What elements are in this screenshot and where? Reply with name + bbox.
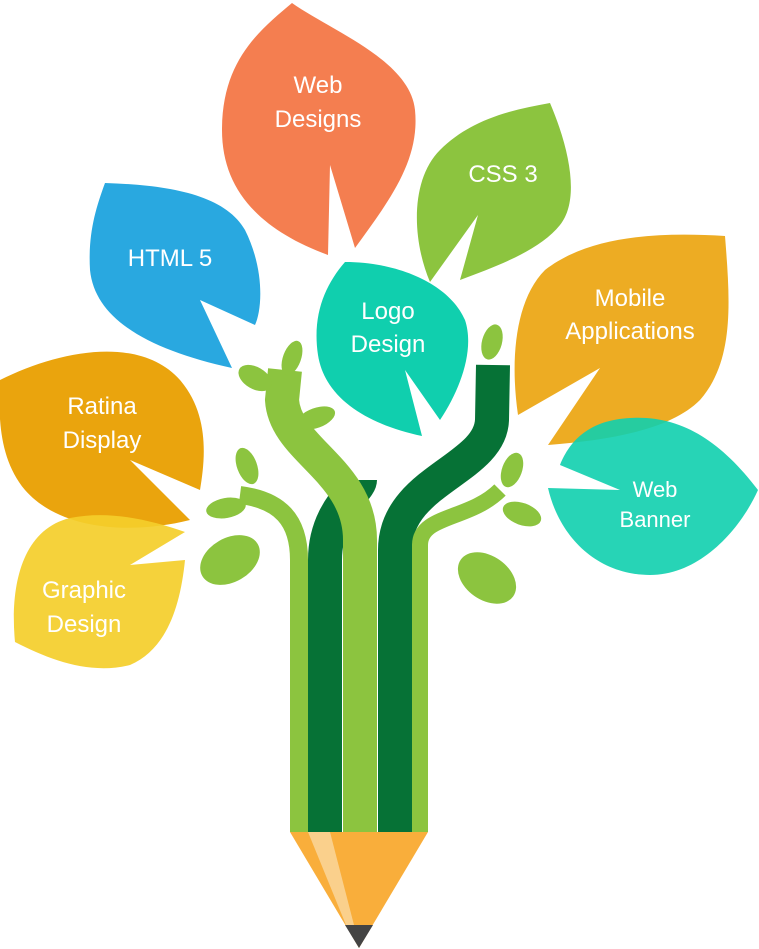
leaf-web-banner: Web Banner [548, 417, 758, 575]
stem-light-left [238, 486, 308, 832]
leaf-label: Applications [565, 318, 694, 345]
pencil-stem [238, 364, 510, 832]
stem-light-center [264, 368, 377, 832]
small-leaf [500, 452, 524, 488]
leaf-label: Design [47, 611, 122, 638]
leaf-label: Designs [275, 106, 362, 133]
small-leaf [502, 501, 542, 527]
leaf-graphic-design: Graphic Design [13, 515, 185, 669]
leaf-html5: HTML 5 [89, 183, 261, 368]
leaf-mobile-applications: Mobile Applications [514, 234, 729, 445]
small-leaves [200, 324, 542, 604]
leaf-label: Web [294, 72, 343, 99]
small-leaf [235, 447, 259, 485]
pencil-tip-highlight [308, 832, 354, 925]
leaf-label: CSS 3 [468, 161, 537, 188]
leaf-logo-design: Logo Design [316, 262, 469, 436]
small-leaf [296, 406, 336, 430]
leaf-label: HTML 5 [128, 245, 212, 272]
leaf-label: Graphic [42, 577, 126, 604]
leaf-label: Ratina [67, 393, 137, 420]
small-leaf [481, 324, 503, 360]
small-leaf [200, 535, 260, 585]
leaf-label: Logo [361, 298, 414, 325]
pencil-tip [290, 832, 428, 948]
small-leaf [206, 497, 246, 519]
stem-light-right [412, 484, 506, 832]
small-leaf [281, 340, 303, 376]
leaf-label: Display [63, 427, 142, 454]
leaf-label: Web [633, 477, 678, 502]
leaf-label: Mobile [595, 285, 666, 312]
leaf-web-designs: Web Designs [222, 3, 416, 255]
leaf-label: Banner [620, 507, 691, 532]
stem-dark-right [378, 364, 510, 832]
pencil-lead [345, 925, 373, 948]
leaf-css3: CSS 3 [416, 103, 571, 282]
leaf-label: Design [351, 331, 426, 358]
small-leaf [457, 552, 517, 604]
small-leaf [238, 364, 272, 392]
leaf-ratina-display: Ratina Display [0, 351, 204, 528]
